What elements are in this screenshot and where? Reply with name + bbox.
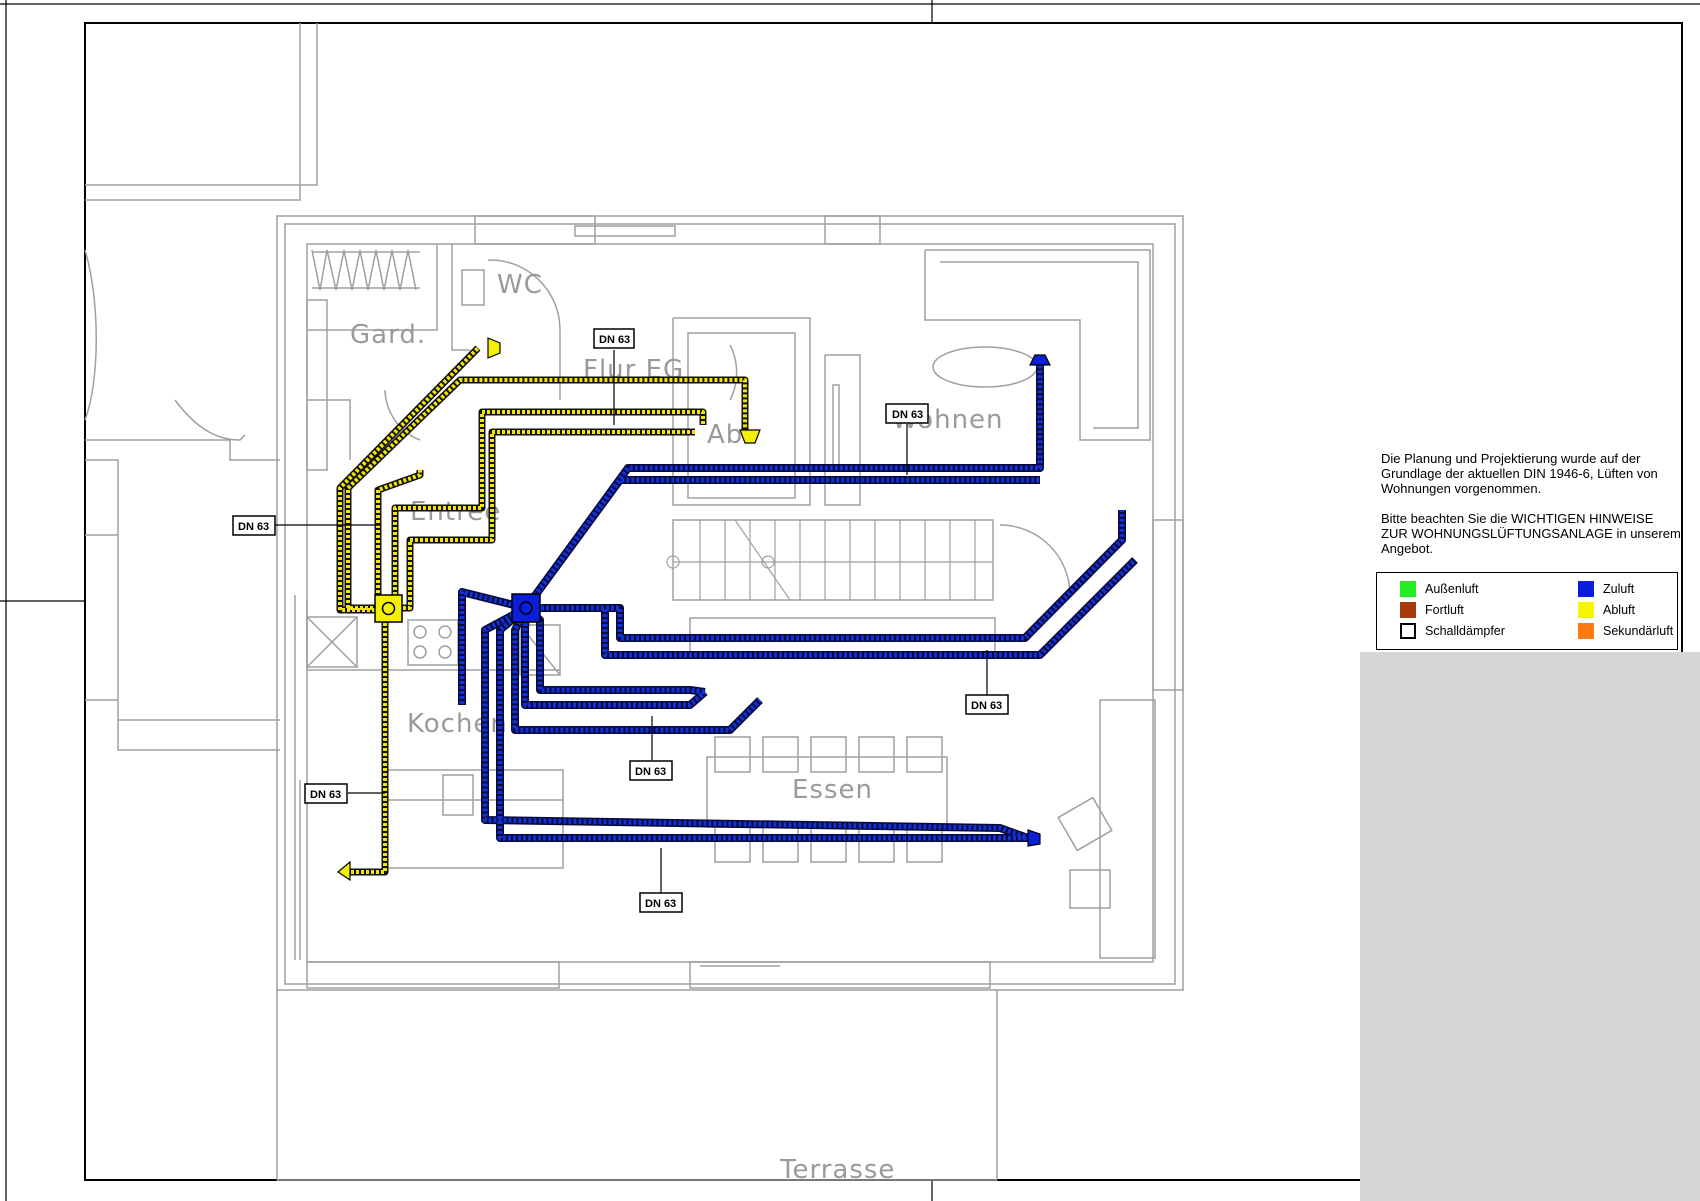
legend-swatch <box>1400 623 1416 639</box>
title-block-placeholder <box>1360 652 1700 1201</box>
room-label-terrasse: Terrasse <box>779 1155 895 1185</box>
legend-label: Schalldämpfer <box>1425 624 1505 638</box>
svg-text:DN 63: DN 63 <box>892 409 923 421</box>
dn-label: DN 63 <box>965 650 1009 715</box>
legend-label: Zuluft <box>1603 582 1635 596</box>
room-label-kochen: Kochen <box>407 709 508 739</box>
svg-text:DN 63: DN 63 <box>635 766 666 778</box>
legend-item-abluft: Abluft <box>1578 602 1635 618</box>
notes-hinweise-text: Bitte beachten Sie die WICHTIGEN HINWEIS… <box>1381 511 1681 556</box>
dn-label: DN 63 <box>304 783 385 804</box>
neighbour-walls <box>84 23 318 751</box>
legend-swatch <box>1400 602 1416 618</box>
dn-label: DN 63 <box>593 328 635 425</box>
dn-labels: DN 63 DN 63 DN 63 DN 63 DN 63 DN 63 <box>232 328 1009 913</box>
zuluft-valves <box>1027 354 1051 847</box>
abluft-distributor <box>374 594 403 623</box>
legend-swatch <box>1578 623 1594 639</box>
svg-text:DN 63: DN 63 <box>971 700 1002 712</box>
notes-din-text: Die Planung und Projektierung wurde auf … <box>1381 451 1658 496</box>
dn-label: DN 63 <box>639 848 683 913</box>
legend-swatch <box>1578 602 1594 618</box>
legend-item-fortluft: Fortluft <box>1400 602 1464 618</box>
legend-swatch <box>1400 581 1416 597</box>
dn-label: DN 63 <box>232 515 380 536</box>
svg-text:DN 63: DN 63 <box>238 521 269 533</box>
abluft-valves <box>336 337 761 882</box>
room-label-ab: Ab <box>707 420 743 450</box>
legend-label: Sekundärluft <box>1603 624 1674 638</box>
room-label-wc: WC <box>497 270 543 300</box>
svg-text:DN 63: DN 63 <box>310 789 341 801</box>
planning-notes: Die Planung und Projektierung wurde auf … <box>1381 451 1681 571</box>
dn-label: DN 63 <box>629 716 673 781</box>
legend-item-aussenluft: Außenluft <box>1400 581 1479 597</box>
zuluft-ducts <box>458 365 1138 842</box>
legend-label: Fortluft <box>1425 603 1464 617</box>
room-label-entree: Entree <box>410 497 501 527</box>
legend-item-schalldaempfer: Schalldämpfer <box>1400 623 1505 639</box>
zuluft-distributor <box>511 593 541 623</box>
legend-swatch <box>1578 581 1594 597</box>
legend-item-zuluft: Zuluft <box>1578 581 1634 597</box>
house-walls <box>276 215 1184 1181</box>
svg-text:DN 63: DN 63 <box>645 898 676 910</box>
legend: Außenluft Zuluft Fortluft Abluft Schalld… <box>1376 572 1678 650</box>
room-label-essen: Essen <box>792 775 873 805</box>
abluft-ducts <box>336 345 749 876</box>
legend-item-sekundaerluft: Sekundärluft <box>1578 623 1673 639</box>
legend-label: Abluft <box>1603 603 1635 617</box>
legend-label: Außenluft <box>1425 582 1479 596</box>
svg-text:DN 63: DN 63 <box>599 334 630 346</box>
wardrobe-hatch <box>311 249 417 291</box>
dn-label: DN 63 <box>885 403 929 475</box>
room-label-gard: Gard. <box>350 320 426 350</box>
